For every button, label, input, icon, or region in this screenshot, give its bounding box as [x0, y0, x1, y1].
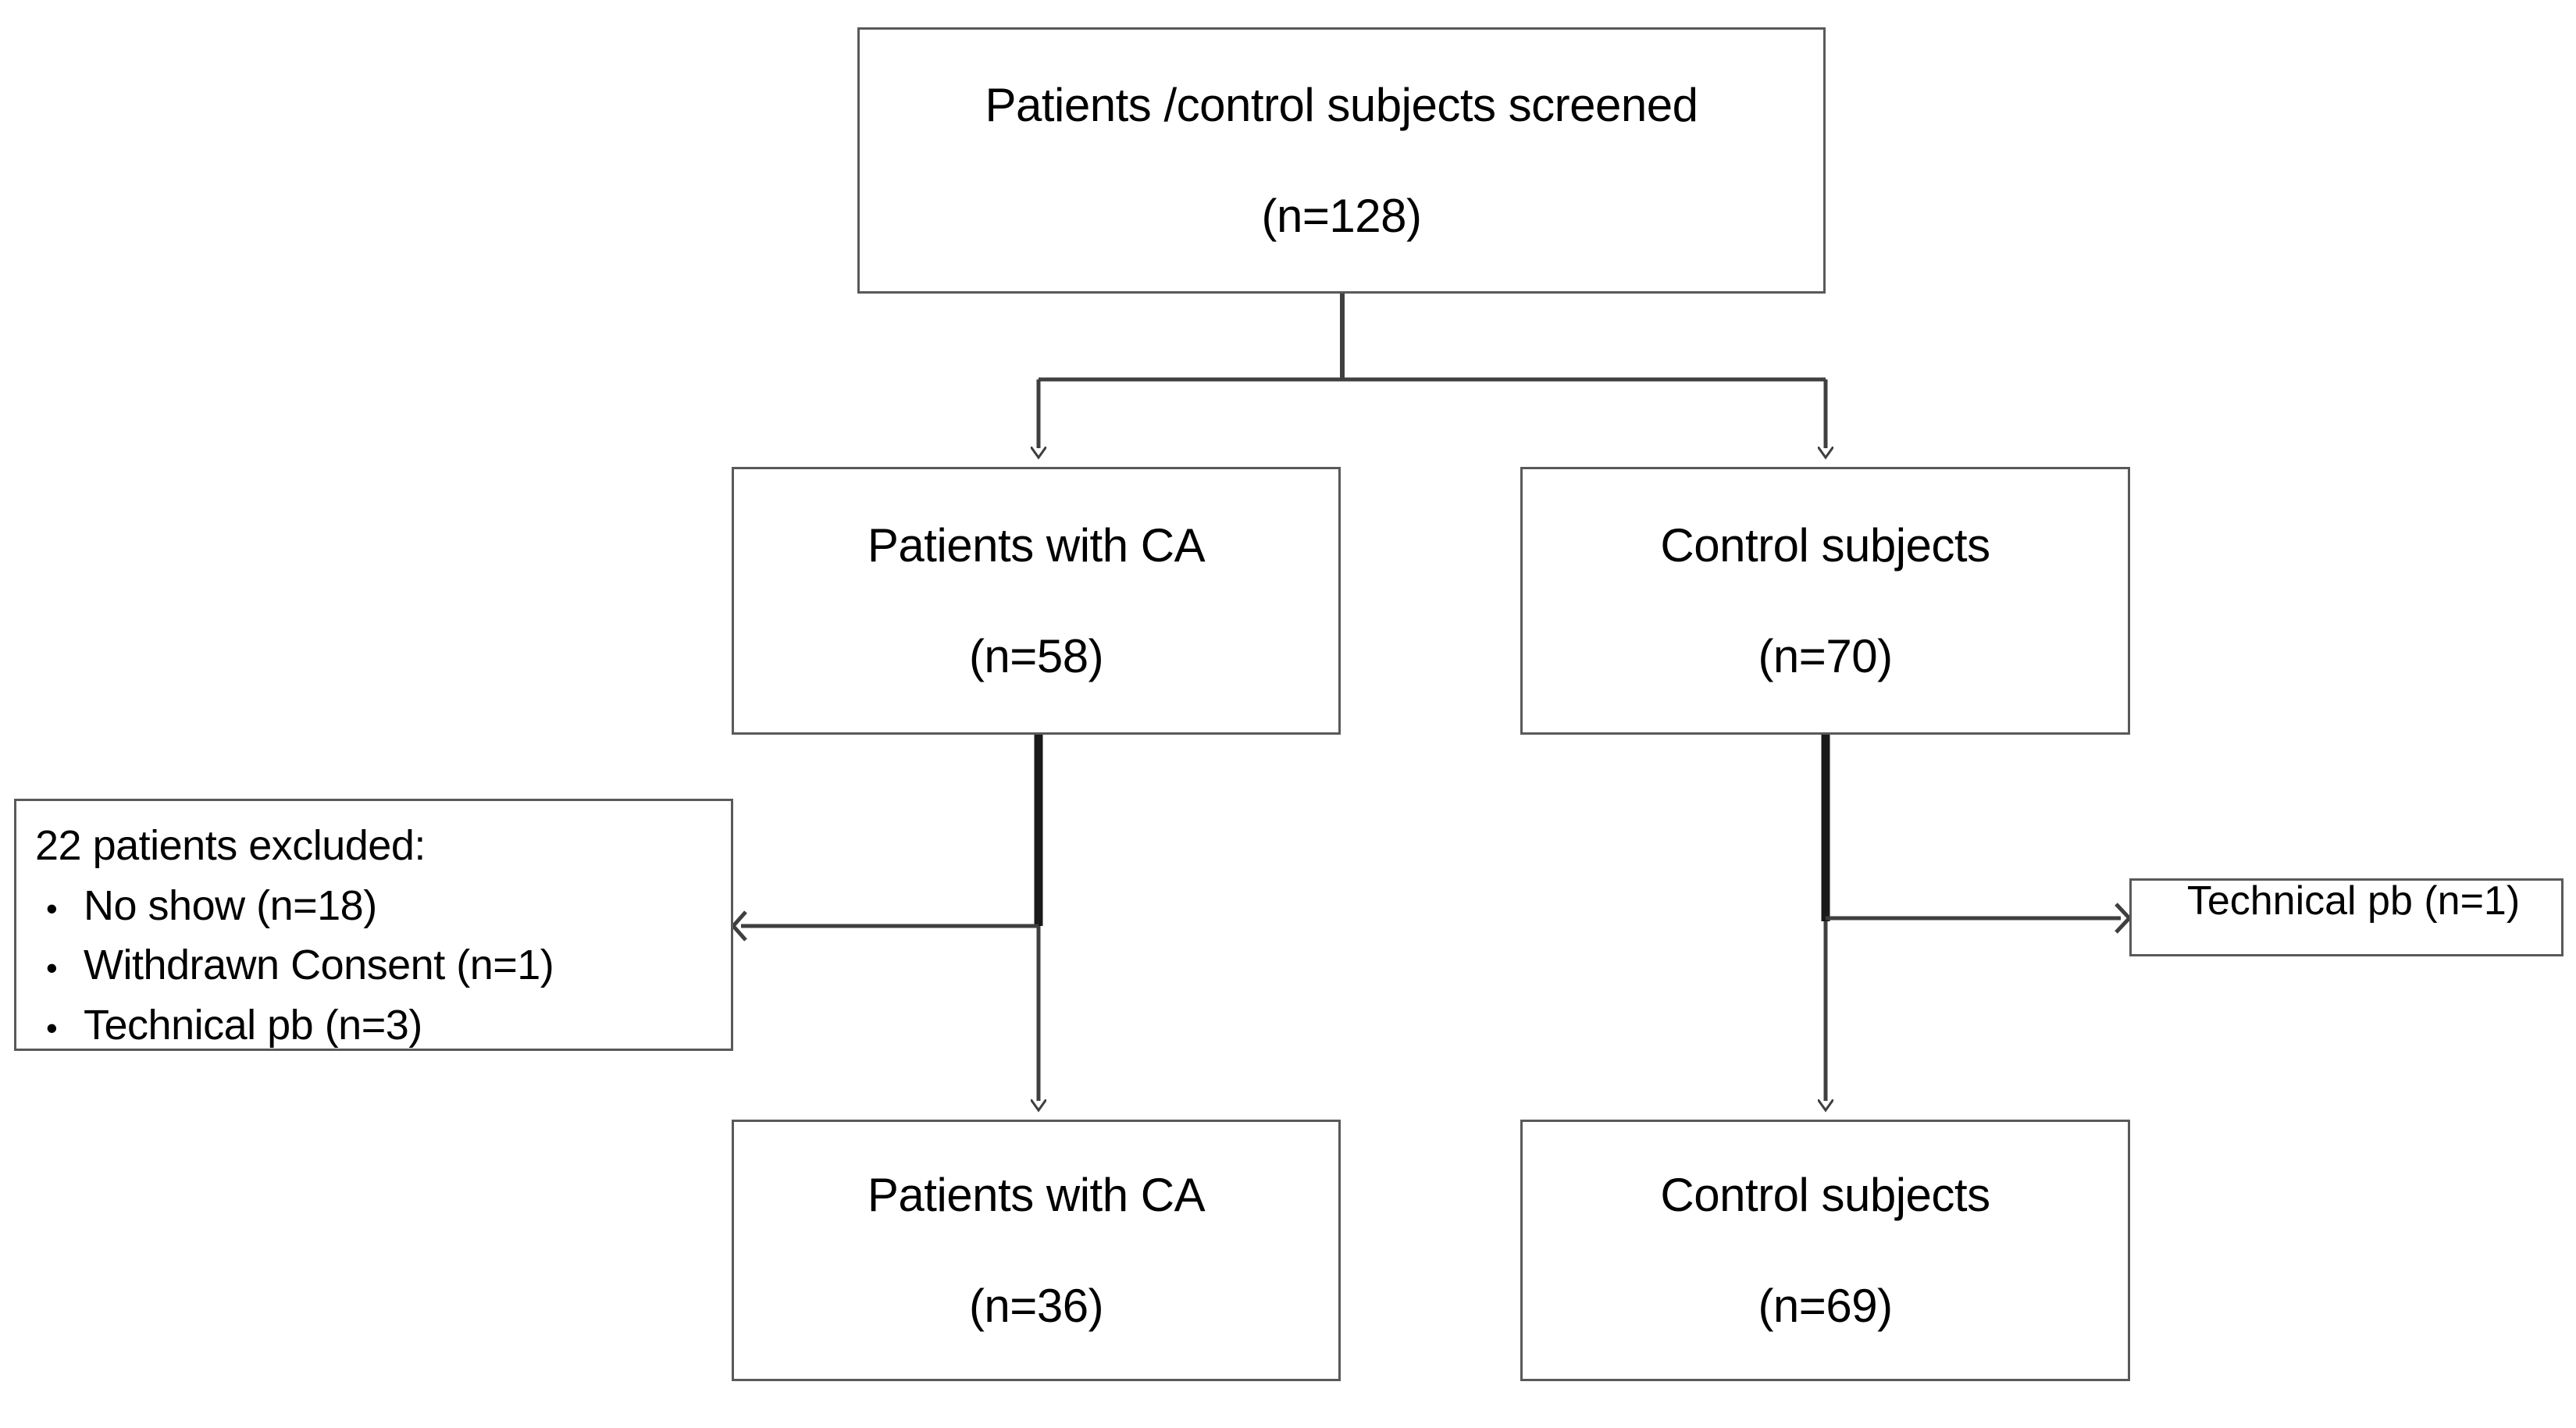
node-control-subjects-final-count: (n=69): [1758, 1279, 1893, 1332]
node-technical-pb-label: Technical pb (n=1): [2186, 878, 2521, 924]
list-item: • Withdrawn Consent (n=1): [35, 935, 731, 995]
node-control-subjects-enrolled-label: Control subjects: [1660, 519, 1990, 572]
list-item: • No show (n=18): [35, 876, 731, 936]
node-screened-label: Patients /control subjects screened: [985, 79, 1699, 132]
node-patients-with-ca-final: Patients with CA (n=36): [732, 1120, 1341, 1381]
edge-patients-to-excluded: [730, 910, 1039, 942]
node-control-subjects-enrolled: Control subjects (n=70): [1520, 467, 2130, 735]
node-patients-with-ca-enrolled-count: (n=58): [968, 629, 1104, 682]
bullet-icon: •: [46, 949, 58, 987]
edge-screened-split: [1039, 294, 1826, 382]
node-control-subjects-enrolled-count: (n=70): [1758, 629, 1893, 682]
node-technical-pb: Technical pb (n=1): [2129, 878, 2564, 956]
excluded-reason-label: No show (n=18): [84, 881, 377, 929]
node-patients-with-ca-enrolled-label: Patients with CA: [867, 519, 1206, 572]
node-screened: Patients /control subjects screened (n=1…: [857, 27, 1826, 294]
node-control-subjects-final-label: Control subjects: [1660, 1169, 1990, 1222]
node-screened-count: (n=128): [1261, 189, 1422, 242]
bullet-icon: •: [46, 889, 58, 927]
node-patients-with-ca-final-count: (n=36): [968, 1279, 1104, 1332]
node-control-subjects-final: Control subjects (n=69): [1520, 1120, 2130, 1381]
list-item: • Technical pb (n=3): [35, 995, 731, 1056]
bullet-icon: •: [46, 1010, 58, 1047]
excluded-title: 22 patients excluded:: [35, 822, 426, 869]
edge-controls-to-technical-pb: [1826, 903, 2132, 934]
node-patients-with-ca-enrolled: Patients with CA (n=58): [732, 467, 1341, 735]
excluded-reason-list: • No show (n=18) • Withdrawn Consent (n=…: [35, 876, 731, 1056]
excluded-reason-label: Technical pb (n=3): [84, 1002, 422, 1049]
node-patients-with-ca-final-label: Patients with CA: [867, 1169, 1206, 1222]
node-excluded-patients: 22 patients excluded: • No show (n=18) •…: [14, 799, 733, 1051]
excluded-reason-label: Withdrawn Consent (n=1): [84, 942, 554, 989]
